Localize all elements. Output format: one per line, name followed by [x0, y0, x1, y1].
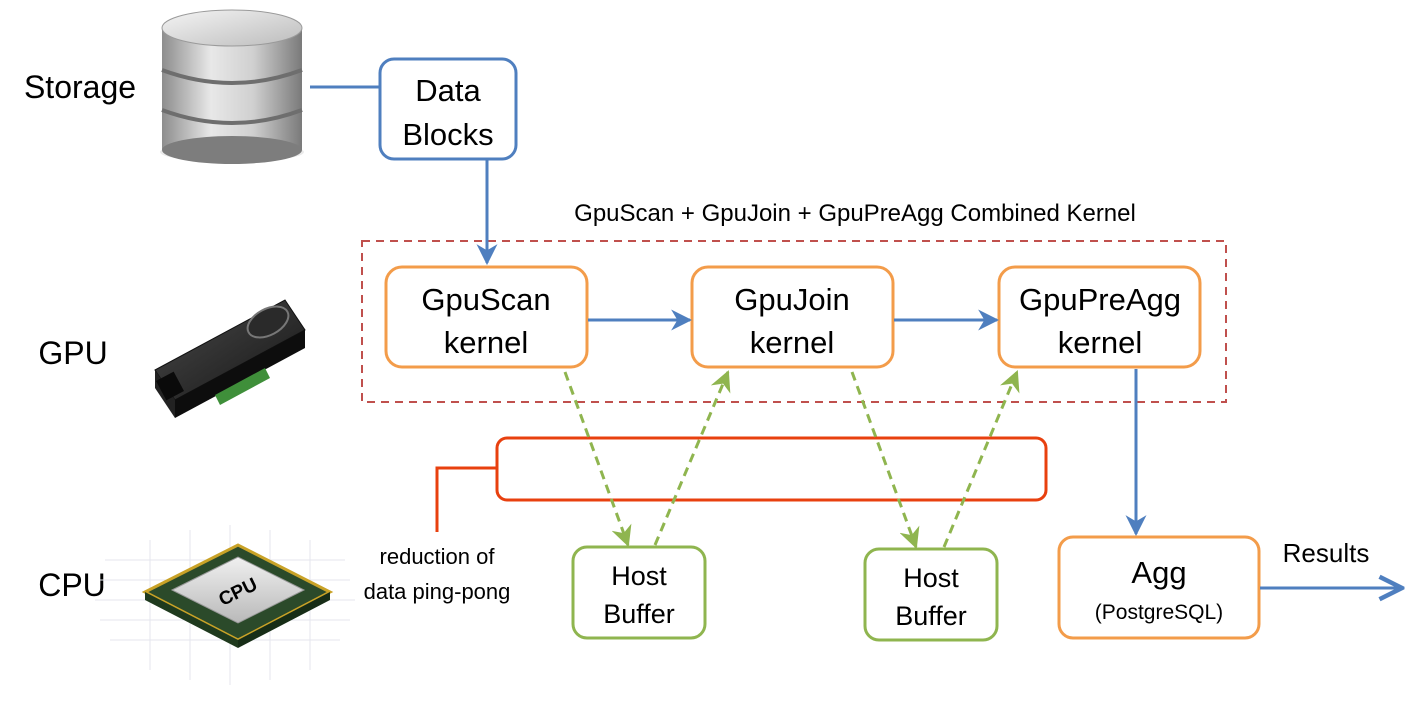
tier-label-gpu: GPU: [38, 335, 107, 371]
data-blocks-line2: Blocks: [402, 117, 493, 152]
agg-box: [1057, 535, 1261, 640]
gpupreagg-kernel-line2: kernel: [1058, 325, 1142, 360]
tier-label-cpu: CPU: [38, 567, 106, 603]
host-buffer-2-line1: Host: [903, 563, 959, 593]
hostbuffer1-to-gpujoin-arrow: [653, 370, 731, 546]
database-icon: [160, 9, 304, 164]
data-blocks-box: [378, 57, 518, 161]
gpujoin-kernel-line1: GpuJoin: [734, 282, 849, 317]
tier-label-storage: Storage: [24, 69, 136, 105]
agg-subtitle: (PostgreSQL): [1095, 601, 1223, 624]
host-buffer-1-line2: Buffer: [603, 599, 675, 629]
gpuscan-kernel-line1: GpuScan: [421, 282, 550, 317]
combined-kernel-region: [361, 240, 1227, 403]
agg-title: Agg: [1131, 555, 1186, 590]
host-buffer-1-box: [571, 545, 707, 640]
host-buffer-2-line2: Buffer: [895, 601, 967, 631]
gpu-card-icon: [154, 299, 306, 418]
hostbuffer2-to-gpupreagg-arrow: [942, 370, 1020, 548]
data-blocks-line1: Data: [415, 73, 481, 108]
ping-pong-callout-box: [495, 436, 1048, 502]
gpupreagg-kernel-line1: GpuPreAgg: [1019, 282, 1181, 317]
gpuscan-kernel-line2: kernel: [444, 325, 528, 360]
gpuscan-to-hostbuffer1-arrow: [563, 371, 632, 547]
results-label: Results: [1283, 538, 1370, 568]
host-buffer-1-line1: Host: [611, 561, 667, 591]
host-buffer-2-box: [863, 547, 999, 642]
gpujoin-to-hostbuffer2-arrow: [850, 371, 920, 549]
combined-kernel-label: GpuScan + GpuJoin + GpuPreAgg Combined K…: [574, 200, 1136, 227]
callout-line1: reduction of: [380, 544, 496, 569]
callout-line2: data ping-pong: [364, 579, 511, 604]
cpu-chip-icon: CPU: [95, 525, 355, 685]
ping-pong-callout-leader: [435, 466, 497, 532]
gpujoin-kernel-line2: kernel: [750, 325, 834, 360]
gpuscan-kernel-box: [384, 265, 589, 369]
